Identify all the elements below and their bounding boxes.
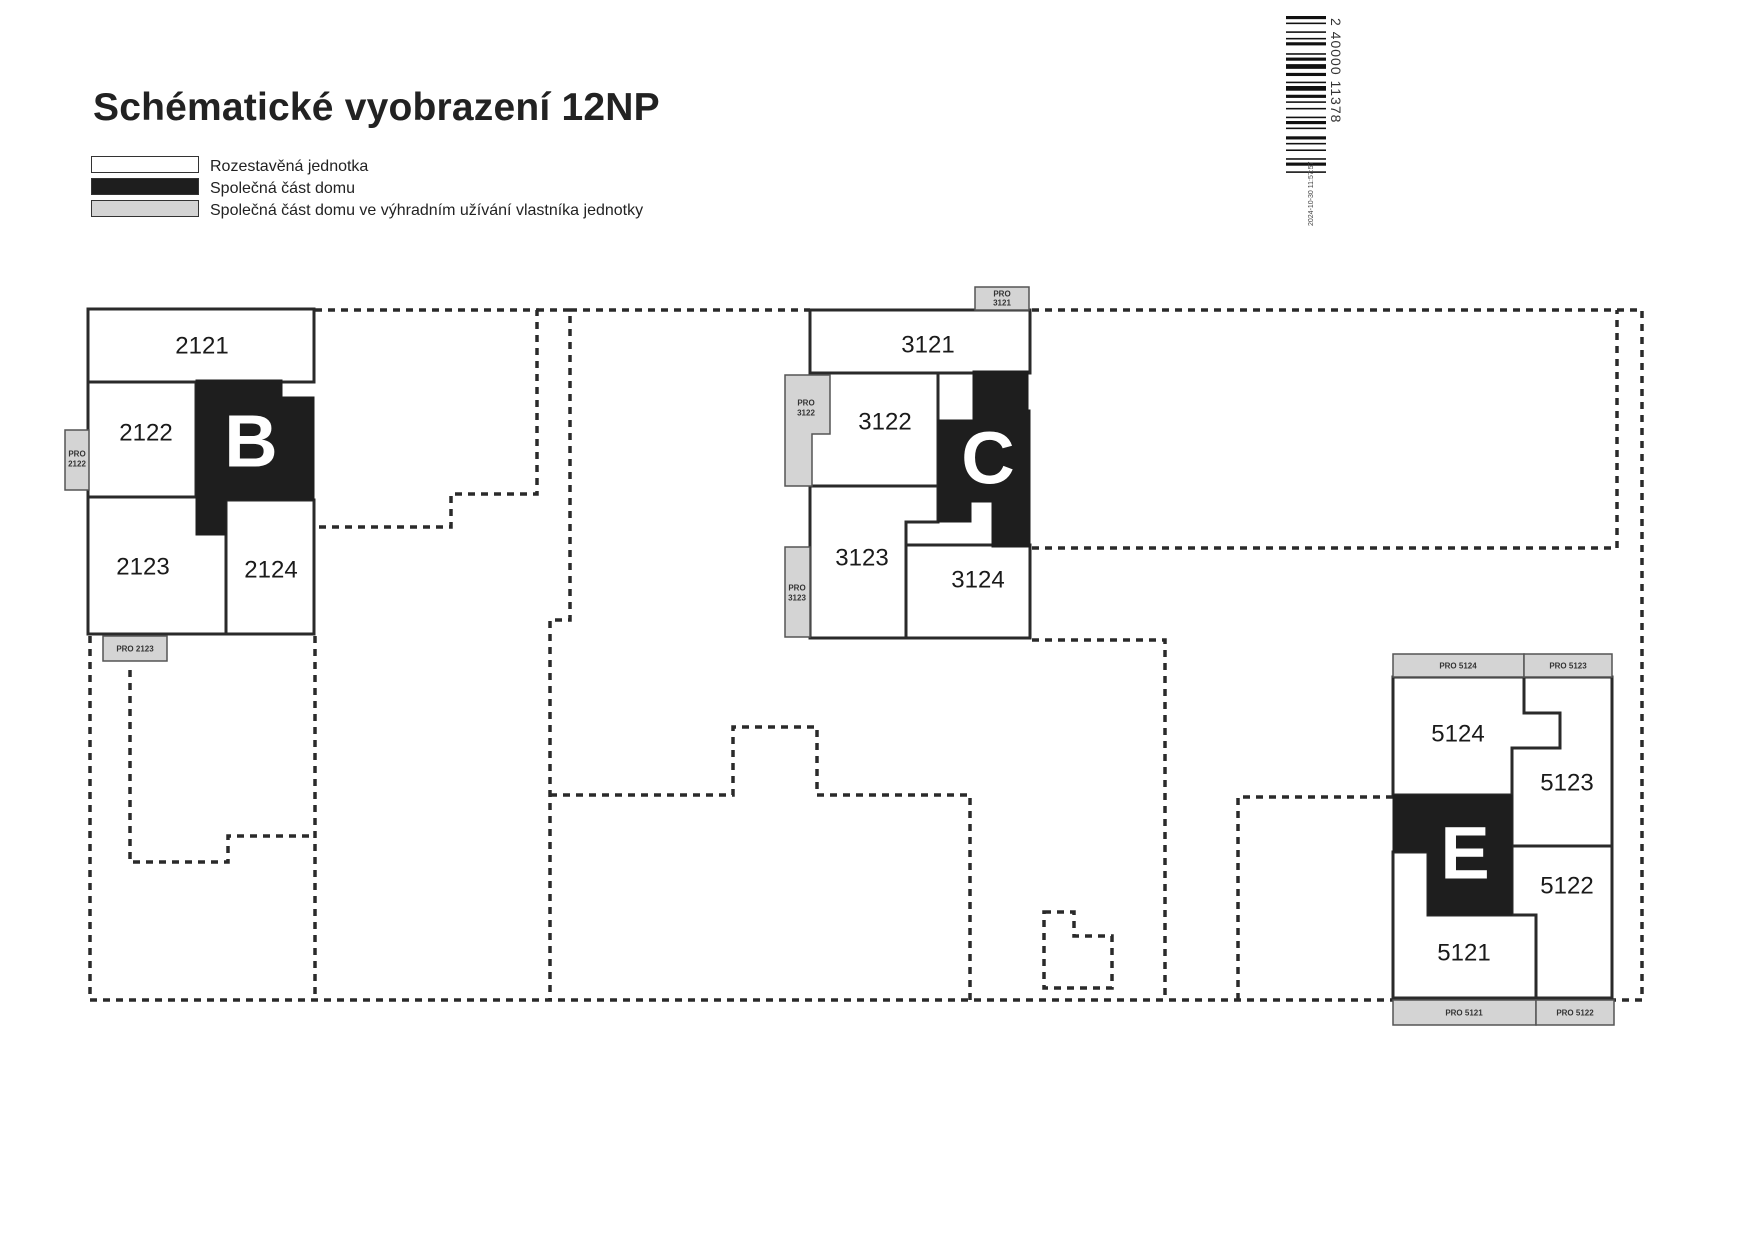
core-label-c: C [961, 417, 1014, 500]
barcode-bar [1286, 53, 1326, 55]
pro-label-2122-bottom: 2122 [68, 460, 86, 469]
pro-5123 [1523, 653, 1613, 678]
barcode-bar [1286, 81, 1326, 84]
barcode-icon [1286, 16, 1326, 173]
core-label-b: B [224, 400, 277, 483]
legend-swatch-grey [91, 200, 199, 217]
unit-2124 [224, 498, 316, 636]
outline-segment [88, 636, 1395, 1002]
building-b: 2121 2122 2123 2124 B PRO 2122 PRO 2123 [64, 307, 316, 662]
unit-label-2123: 2123 [116, 554, 169, 581]
unit-label-3122: 3122 [858, 409, 911, 436]
outline-segment [1032, 638, 1167, 1000]
unit-label-3124: 3124 [951, 567, 1004, 594]
pro-2122 [64, 429, 90, 491]
barcode-bar [1286, 22, 1326, 25]
barcode-bar [1286, 116, 1326, 119]
outline-segment [315, 308, 539, 529]
outline-segment [1236, 795, 1395, 1000]
legend-label: Společná část domu [210, 180, 355, 197]
pro-label-3121-top: PRO [993, 290, 1010, 299]
unit-label-2124: 2124 [244, 557, 297, 584]
barcode-bar [1286, 127, 1326, 130]
pro-label-5124: PRO 5124 [1439, 662, 1477, 671]
pro-3122 [784, 374, 831, 487]
legend-swatch-white [91, 156, 199, 173]
outline-segment [1032, 310, 1619, 550]
outline-segment [550, 725, 972, 1000]
unit-3121 [808, 308, 1032, 375]
pro-5122 [1535, 999, 1615, 1026]
barcode-bar [1286, 94, 1326, 98]
unit-2121 [86, 307, 316, 384]
barcode-bar [1286, 42, 1326, 46]
barcode-bar [1286, 158, 1326, 160]
core-b [195, 379, 315, 536]
core-e [1392, 794, 1513, 916]
barcode-bar [1286, 107, 1326, 110]
pro-label-2123: PRO 2123 [116, 645, 154, 654]
pro-2123 [102, 635, 168, 662]
building-e: 5124 5123 5122 5121 E PRO 5124 PRO 5123 … [1391, 653, 1615, 1026]
barcode-bar [1286, 37, 1326, 40]
legend-label: Rozestavěná jednotka [210, 158, 369, 175]
pro-3121 [974, 286, 1030, 311]
unit-label-3123: 3123 [835, 545, 888, 572]
pro-label-5123: PRO 5123 [1549, 662, 1587, 671]
core-c [937, 370, 1031, 548]
barcode-bar [1286, 57, 1326, 61]
unit-label-5121: 5121 [1437, 940, 1490, 967]
unit-label-5124: 5124 [1431, 721, 1484, 748]
pro-label-5122: PRO 5122 [1556, 1009, 1594, 1018]
barcode-bar [1286, 142, 1326, 145]
barcode-bar [1286, 171, 1326, 173]
barcode-bar [1286, 16, 1326, 20]
barcode-bar [1286, 86, 1326, 91]
building-c: 3121 3122 3123 3124 C PRO 3121 PRO 3122 … [784, 286, 1032, 640]
pro-label-3122-bottom: 3122 [797, 409, 815, 418]
pro-label-3123-bottom: 3123 [788, 594, 806, 603]
pro-label-3123-top: PRO [788, 584, 805, 593]
outline-segment [537, 308, 572, 1000]
barcode-bar [1286, 149, 1326, 152]
unit-label-5123: 5123 [1540, 770, 1593, 797]
outline-segment [1042, 910, 1114, 990]
outline-segment [128, 670, 315, 864]
core-label-e: E [1440, 812, 1489, 895]
pro-3123 [784, 546, 811, 638]
pro-label-5121: PRO 5121 [1445, 1009, 1483, 1018]
legend-swatch-black [91, 178, 199, 195]
barcode-number: 2 40000 11378 [1328, 18, 1344, 124]
legend-label: Společná část domu ve výhradním užívání … [210, 202, 644, 219]
barcode-bar [1286, 64, 1326, 69]
barcode-bar [1286, 72, 1326, 77]
barcode-bar [1286, 31, 1326, 33]
page-title: Schématické vyobrazení 12NP [93, 86, 660, 129]
pro-label-3122-top: PRO [797, 399, 814, 408]
barcode-bar [1286, 121, 1326, 125]
unit-3124 [904, 543, 1032, 640]
unit-label-2122: 2122 [119, 420, 172, 447]
unit-label-5122: 5122 [1540, 873, 1593, 900]
unit-label-2121: 2121 [175, 333, 228, 360]
barcode-bar [1286, 136, 1326, 140]
unit-label-3121: 3121 [901, 332, 954, 359]
pro-label-3121-bottom: 3121 [993, 299, 1011, 308]
barcode-bar [1286, 101, 1326, 103]
pro-label-2122-top: PRO [68, 450, 85, 459]
unit-5123 [1510, 675, 1614, 848]
barcode-bar [1286, 162, 1326, 166]
